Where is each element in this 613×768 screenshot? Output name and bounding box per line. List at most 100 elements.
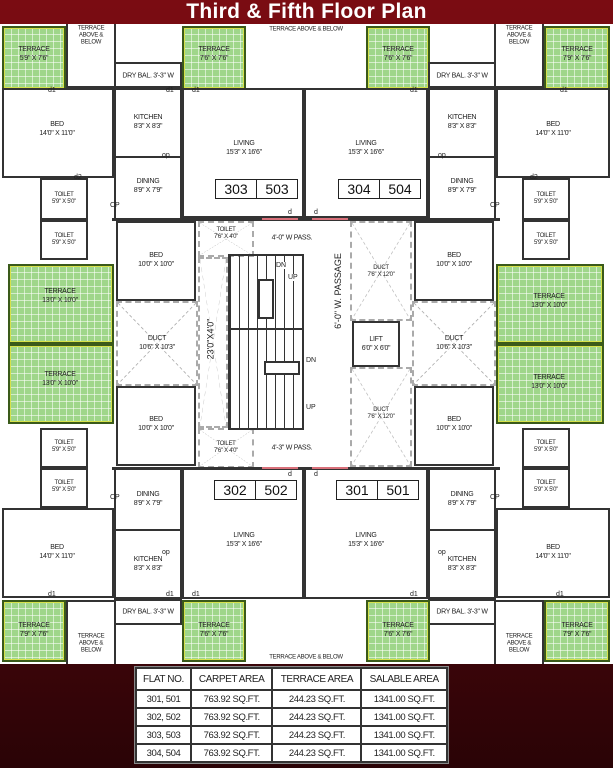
room-name: TOILET — [536, 233, 556, 239]
bed-small-304 — [414, 221, 494, 301]
toilet-303-b — [40, 220, 88, 260]
kitchen-303 — [114, 88, 182, 158]
duct-core-top — [350, 221, 412, 321]
room-label: DRY BAL. 3'-3" W — [122, 72, 174, 80]
cp-label: CP — [490, 202, 500, 209]
kitchen-302 — [114, 529, 182, 599]
room-size: 8'3" X 8'3" — [447, 123, 477, 130]
room-name: DINING — [450, 491, 474, 498]
bed-304 — [496, 88, 610, 178]
floor-plan: TERRACE 5'9" X 7'6" TERRACE ABOVE & BELOW… — [0, 24, 613, 664]
stair-landing-bottom — [264, 361, 300, 375]
room-size: 7'6" X 7'6" — [383, 631, 413, 638]
room-name: TOILET — [54, 440, 74, 446]
room-name: TERRACE — [198, 622, 230, 629]
terrace-top-left — [2, 26, 66, 90]
room-name: TERRACE — [382, 46, 414, 53]
room-size: 14'0" X 11'0" — [535, 553, 571, 560]
stair-up-label: UP — [288, 274, 298, 281]
room-size: 8'9" X 7'9" — [447, 500, 477, 507]
door-label: d1 — [48, 87, 56, 94]
room-size: 5'9" X 7'6" — [19, 55, 49, 62]
room-size: 7'9" X 7'6" — [19, 631, 49, 638]
wall — [428, 158, 430, 218]
room-label: TERRACE ABOVE & BELOW — [77, 633, 105, 654]
room-size: 14'0" X 11'0" — [39, 130, 75, 137]
kitchen-304 — [428, 88, 496, 158]
room-name: LIVING — [355, 140, 377, 147]
room-size: 10'0" X 10'0" — [138, 261, 174, 268]
room-name: BED — [149, 252, 163, 259]
room-size: 5'9" X 5'0" — [534, 447, 558, 453]
door-label: d1 — [192, 87, 200, 94]
door-label: d — [314, 209, 318, 216]
toilet-301-a — [522, 428, 570, 468]
room-label: TERRACE ABOVE & BELOW — [269, 654, 343, 661]
cell: 1341.00 SQ.FT. — [362, 691, 446, 707]
room-name: TOILET — [54, 192, 74, 198]
room-name: TOILET — [216, 441, 236, 447]
room-label: DRY BAL. 3'-3" W — [436, 72, 488, 80]
bed-302 — [2, 508, 114, 598]
room-name: BED — [447, 252, 461, 259]
room-name: TERRACE — [533, 293, 565, 300]
room-size: 5'9" X 5'0" — [52, 240, 76, 246]
terrace-side-left-lower — [8, 344, 114, 424]
room-size: 15'3" X 16'6" — [348, 541, 384, 548]
passage-top-label: 4'-0" W PASS. — [271, 234, 313, 242]
cell: 244.23 SQ.FT. — [273, 727, 361, 743]
room-name: LIVING — [233, 532, 255, 539]
room-size: 7'6" X 7'6" — [199, 631, 229, 638]
table-row: 302, 502 763.92 SQ.FT. 244.23 SQ.FT. 134… — [137, 709, 446, 725]
room-size: 7'9" X 7'6" — [562, 55, 592, 62]
room-label: TERRACE ABOVE & BELOW — [505, 633, 533, 654]
room-name: TERRACE — [533, 374, 565, 381]
room-name: TERRACE — [198, 46, 230, 53]
room-size: 10'0" X 10'0" — [436, 261, 472, 268]
toilet-302-a — [40, 428, 88, 468]
cell: 1341.00 SQ.FT. — [362, 727, 446, 743]
cp-label: CP — [490, 494, 500, 501]
room-name: DUCT — [373, 407, 389, 413]
room-name: BED — [546, 544, 560, 551]
bed-small-302 — [116, 386, 196, 466]
opening-label: op — [438, 152, 446, 159]
room-name: TERRACE — [18, 622, 50, 629]
room-size: 8'9" X 7'9" — [133, 187, 163, 194]
room-size: 8'3" X 8'3" — [133, 123, 163, 130]
door-label: d1 — [560, 87, 568, 94]
cell: 304, 504 — [137, 745, 190, 761]
terrace-above-below-bl — [66, 600, 116, 664]
header-terrace-area: TERRACE AREA — [273, 669, 361, 689]
cell: 763.92 SQ.FT. — [191, 727, 272, 743]
room-name: KITCHEN — [447, 556, 477, 563]
duct-core-bottom — [350, 367, 412, 467]
opening-label: op — [438, 549, 446, 556]
room-name: DINING — [136, 178, 160, 185]
room-size: 13'0" X 10'0" — [531, 383, 567, 390]
door-label: d1 — [166, 87, 174, 94]
opening-label: op — [162, 549, 170, 556]
room-size: 5'9" X 5'0" — [52, 199, 76, 205]
stair-up-label: UP — [306, 404, 316, 411]
dry-balcony-top-left — [114, 62, 182, 88]
wall — [180, 158, 182, 218]
room-size: 15'3" X 16'6" — [226, 149, 262, 156]
stair-down-label: DN — [276, 262, 287, 269]
room-name: DINING — [450, 178, 474, 185]
passage-bottom-label: 4'-3" W PASS. — [271, 444, 313, 452]
room-name: TERRACE — [44, 288, 76, 295]
area-table: FLAT NO. CARPET AREA TERRACE AREA SALABL… — [134, 666, 449, 764]
room-size: 5'9" X 5'0" — [52, 487, 76, 493]
room-size: 5'9" X 5'0" — [534, 240, 558, 246]
cell: 763.92 SQ.FT. — [191, 745, 272, 761]
room-size: 7'6" X 12'0" — [367, 272, 395, 278]
wall — [428, 468, 430, 529]
bed-301 — [496, 508, 610, 598]
door-label: d1 — [166, 591, 174, 598]
door-label: d — [288, 209, 292, 216]
stair-landing-top — [258, 279, 274, 319]
room-label: TERRACE ABOVE & BELOW — [505, 25, 533, 46]
room-name: TOILET — [536, 440, 556, 446]
cell: 763.92 SQ.FT. — [191, 709, 272, 725]
